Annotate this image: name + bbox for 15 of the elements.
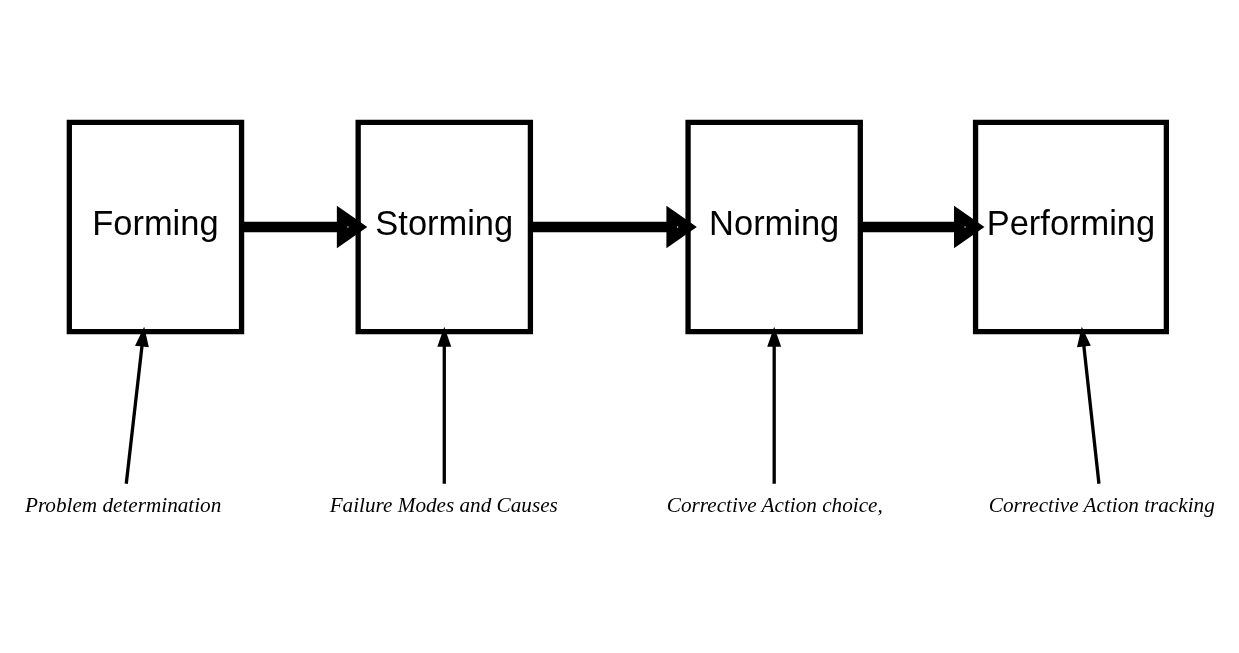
arrow: [241, 205, 368, 248]
arrow: [124, 326, 149, 484]
arrow: [860, 205, 985, 248]
node-box: Performing: [972, 119, 1169, 334]
node-text: Corrective Action tracking: [988, 492, 1215, 517]
arrow: [1077, 326, 1101, 484]
node-text: Corrective Action choice,: [666, 492, 883, 517]
node-text: Problem determination: [24, 492, 222, 517]
node-text: Failure Modes and Causes: [329, 492, 558, 517]
arrow: [767, 326, 782, 484]
node-box: Forming: [66, 119, 245, 334]
node-box: Norming: [685, 119, 863, 334]
node-box: Storming: [355, 119, 534, 334]
arrow: [437, 326, 452, 484]
arrow: [530, 205, 697, 248]
